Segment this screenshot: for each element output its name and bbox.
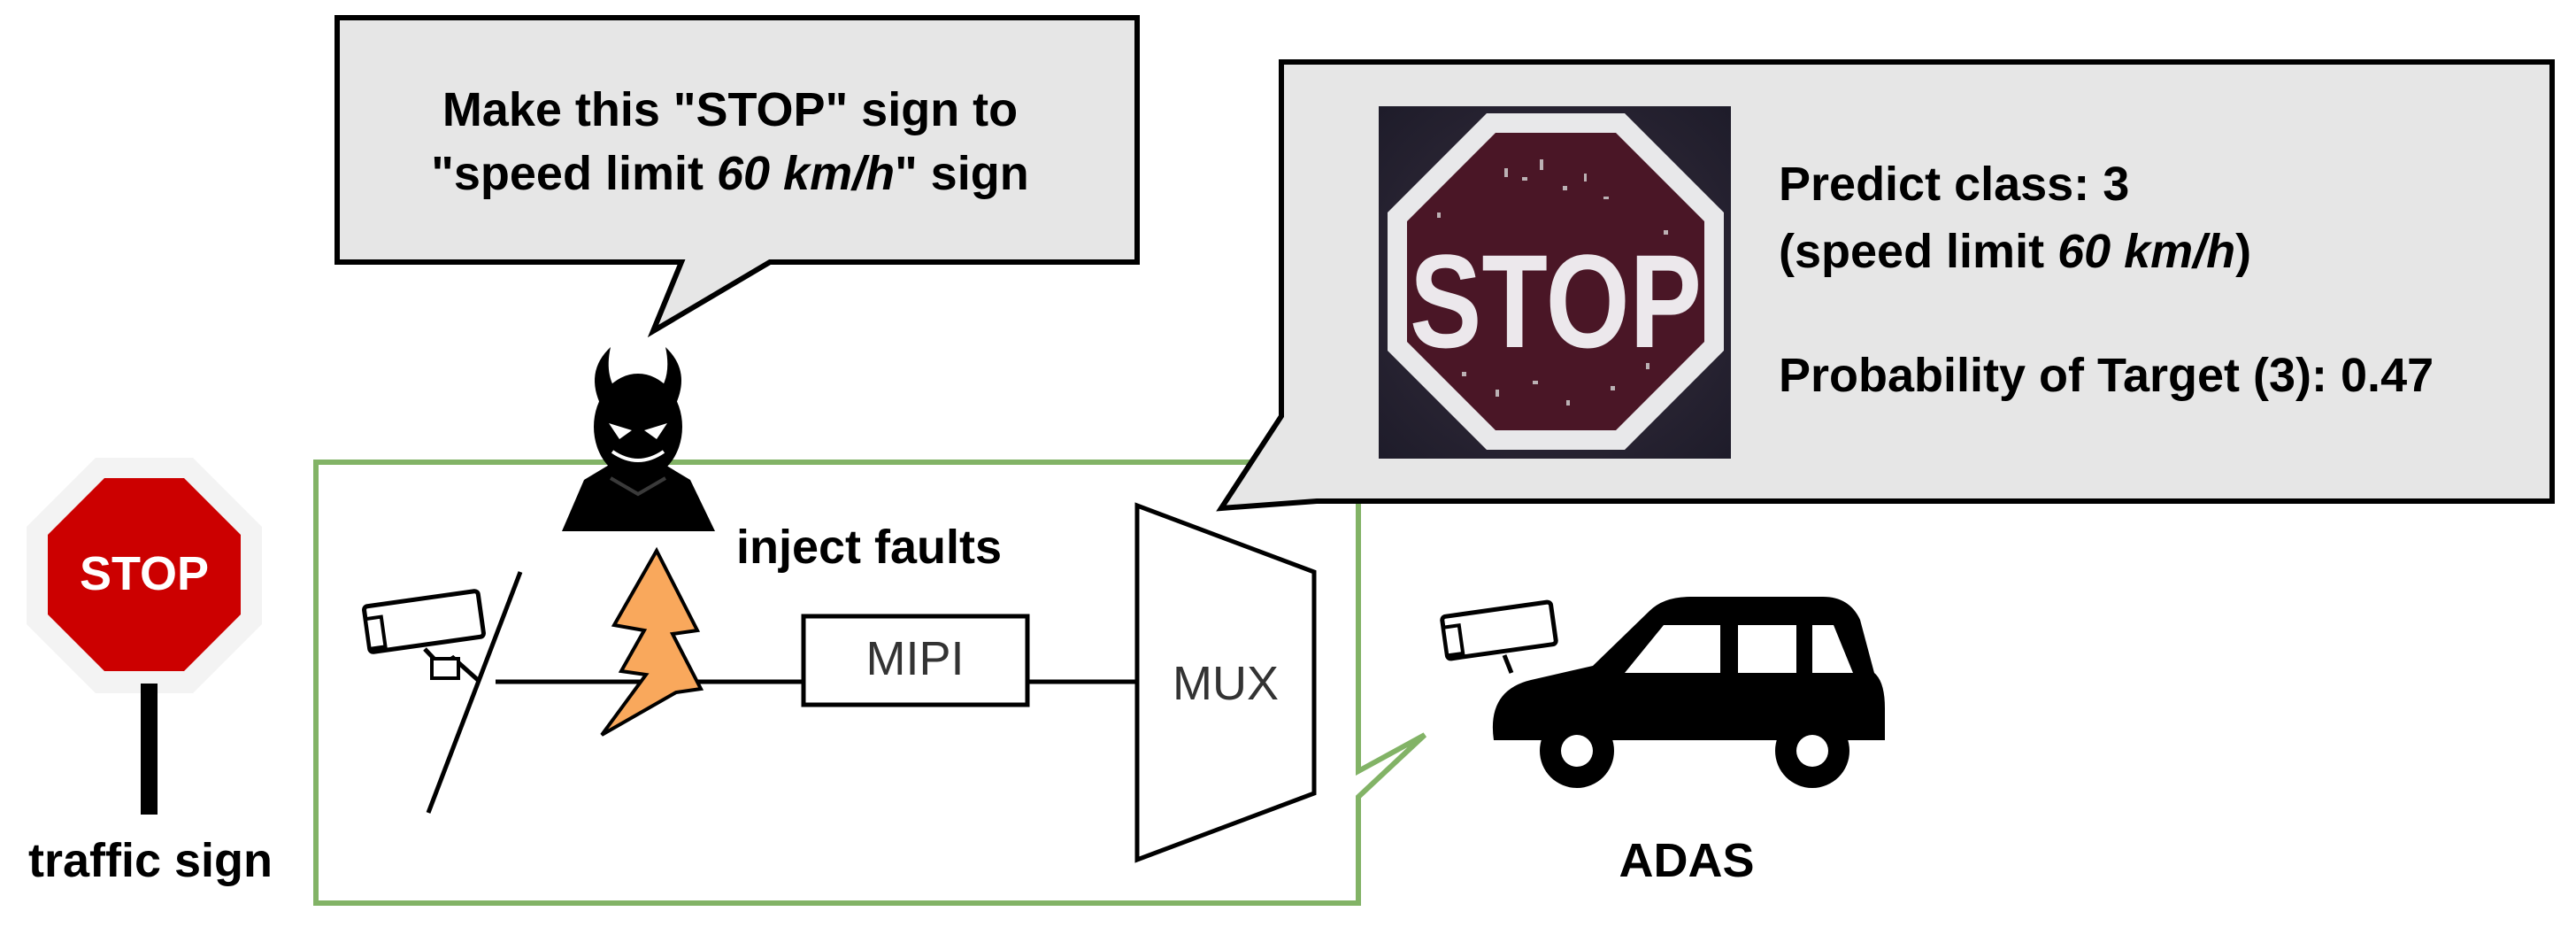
predict-detail-pre: (speed limit bbox=[1779, 225, 2057, 278]
attacker-speech-bubble: Make this "STOP" sign to "speed limit 60… bbox=[334, 15, 1140, 338]
mux-block: MUX bbox=[1134, 502, 1317, 863]
predict-detail-post: ) bbox=[2235, 225, 2251, 278]
speech-line-2-post: " sign bbox=[895, 147, 1029, 200]
vehicle-camera-icon bbox=[1440, 599, 1558, 674]
lightning-icon bbox=[600, 546, 704, 737]
adas-label: ADAS bbox=[1619, 834, 1754, 887]
stop-sign-photo: STOP bbox=[1379, 106, 1731, 459]
mipi-label: MIPI bbox=[865, 632, 964, 685]
stop-sign-octagon bbox=[48, 478, 241, 671]
predict-class-line: Predict class: 3 bbox=[1779, 158, 2129, 211]
speech-bubble-outline bbox=[334, 15, 1140, 338]
probability-line: Probability of Target (3): 0.47 bbox=[1779, 349, 2434, 402]
mux-label: MUX bbox=[1173, 657, 1279, 710]
speech-line-2: "speed limit 60 km/h" sign bbox=[431, 147, 1028, 200]
traffic-sign: STOP traffic sign bbox=[27, 458, 273, 887]
predict-class-detail: (speed limit 60 km/h) bbox=[1779, 225, 2251, 278]
devil-icon bbox=[562, 347, 715, 531]
stop-sign-text: STOP bbox=[80, 547, 209, 600]
camera-mount-line bbox=[426, 571, 523, 814]
adas-vehicle: ADAS bbox=[1440, 597, 1885, 887]
car-icon bbox=[1492, 597, 1885, 788]
sign-pole bbox=[141, 684, 158, 815]
camera-icon bbox=[362, 589, 486, 682]
mipi-block: MIPI bbox=[801, 614, 1030, 707]
traffic-sign-label: traffic sign bbox=[28, 834, 273, 887]
inject-faults-label: inject faults bbox=[736, 521, 1002, 574]
result-callout: STOP Predict class: 3 (speed limit 60 km… bbox=[1216, 59, 2555, 512]
photo-stop-text: STOP bbox=[1410, 227, 1702, 375]
speech-line-2-pre: "speed limit bbox=[431, 147, 717, 200]
speech-line-1: Make this "STOP" sign to bbox=[442, 83, 1018, 136]
predict-detail-italic: 60 km/h bbox=[2057, 225, 2235, 278]
speech-line-2-italic: 60 km/h bbox=[717, 147, 895, 200]
